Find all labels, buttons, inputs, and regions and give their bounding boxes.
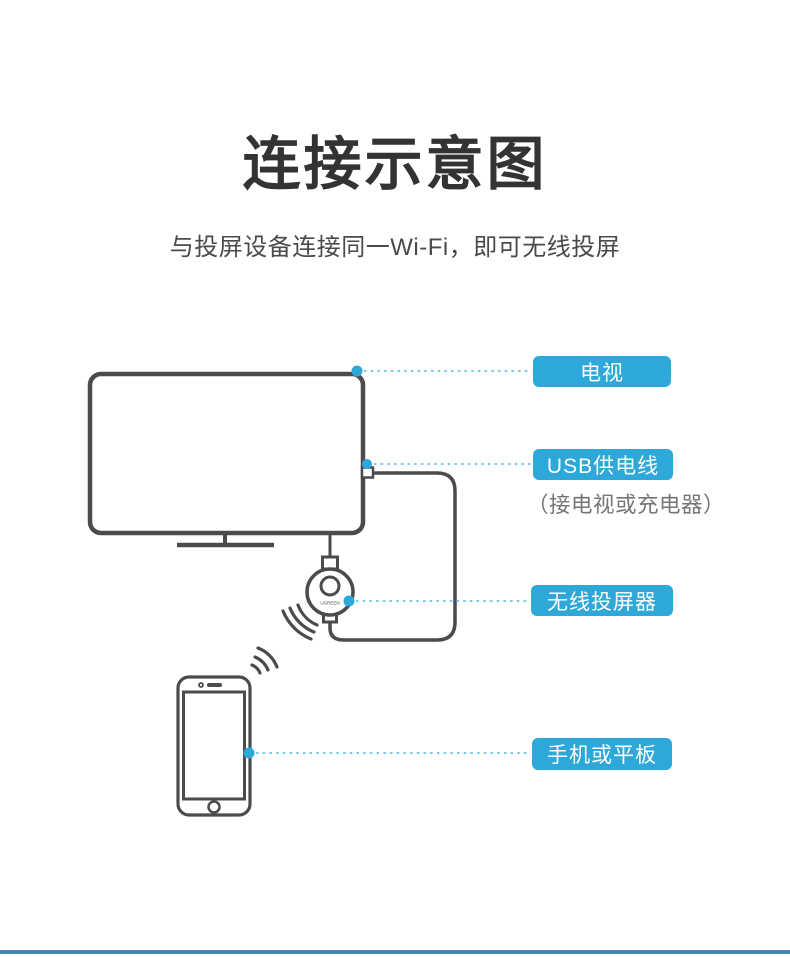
leader-dots <box>243 365 372 759</box>
dongle-top-connector <box>321 555 339 571</box>
phone-camera-icon <box>198 682 204 688</box>
dongle-brand-text: UGREEN <box>320 601 339 606</box>
phone-speaker-icon <box>207 683 222 687</box>
leader-lines <box>256 370 531 754</box>
usb-power-cable <box>328 471 457 642</box>
usb-plug <box>360 466 375 479</box>
usb-cable-note: （接电视或充电器） <box>527 493 726 517</box>
phone-label: 手机或平板 <box>532 738 672 770</box>
page-subtitle: 与投屏设备连接同一Wi-Fi，即可无线投屏 <box>169 234 621 261</box>
tv-outline <box>87 371 366 536</box>
phone-leader-dot <box>243 747 255 759</box>
dongle-center-hole <box>319 575 341 597</box>
wifi-waves-phone-icon <box>250 646 279 675</box>
tv-label: 电视 <box>533 356 671 387</box>
tv-leader-dot <box>351 365 363 377</box>
dongle-leader-dot <box>343 595 355 607</box>
page-title: 连接示意图 <box>242 132 548 197</box>
phone-home-button-icon <box>207 800 221 814</box>
usb-leader-dot <box>362 459 372 469</box>
dongle-label: 无线投屏器 <box>531 585 673 616</box>
usb-cable-label: USB供电线 <box>533 449 673 480</box>
bottom-section-divider <box>0 950 790 954</box>
wifi-waves-dongle-icon <box>281 603 319 641</box>
phone-screen <box>182 690 246 801</box>
